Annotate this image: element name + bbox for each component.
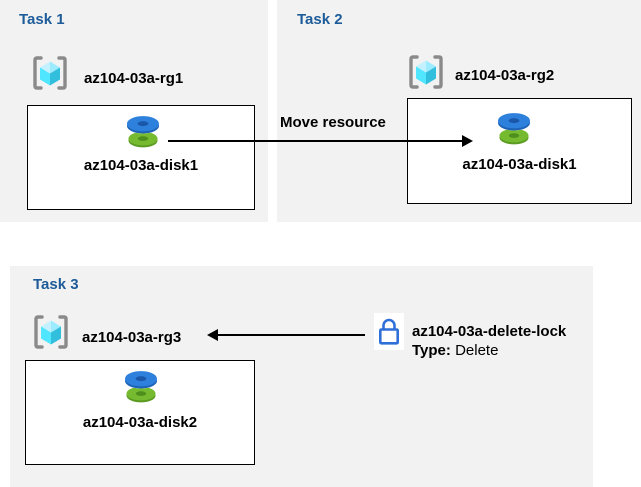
arrow-left-icon [215, 334, 365, 336]
task2-panel: Task 2 az104-03a-rg2 [277, 0, 641, 222]
move-resource-label: Move resource [280, 114, 386, 131]
arrow-right-icon [168, 140, 464, 142]
resource-group-icon [31, 312, 71, 352]
disk-label: az104-03a-disk2 [82, 414, 198, 431]
lock-name-label: az104-03a-delete-lock [412, 323, 567, 340]
lock-type-label: Type: Delete [412, 342, 498, 359]
task2-title: Task 2 [297, 11, 343, 28]
task3-title: Task 3 [33, 276, 79, 293]
resource-group-label: az104-03a-rg1 [84, 70, 184, 87]
disk-label: az104-03a-disk1 [462, 156, 577, 173]
arrow-right-head-icon [462, 135, 473, 147]
resource-group-label: az104-03a-rg2 [455, 67, 555, 84]
resource-group-icon [30, 53, 70, 93]
disk-icon [125, 115, 161, 149]
lock-icon [374, 313, 404, 350]
lock-type-value: Delete [455, 342, 499, 359]
task1-title: Task 1 [19, 11, 65, 28]
disk-label: az104-03a-disk1 [83, 157, 199, 174]
task3-panel: Task 3 az104-03a-rg3 [10, 266, 593, 487]
task3-resource-box [25, 360, 255, 465]
resource-group-icon [406, 52, 446, 92]
task1-panel: Task 1 az104-03a-rg1 [0, 0, 268, 222]
resource-group-label: az104-03a-rg3 [82, 329, 182, 346]
lock-type-key: Type: [412, 342, 451, 359]
arrow-left-head-icon [207, 329, 218, 341]
disk-icon [123, 370, 159, 404]
disk-icon [496, 112, 532, 146]
